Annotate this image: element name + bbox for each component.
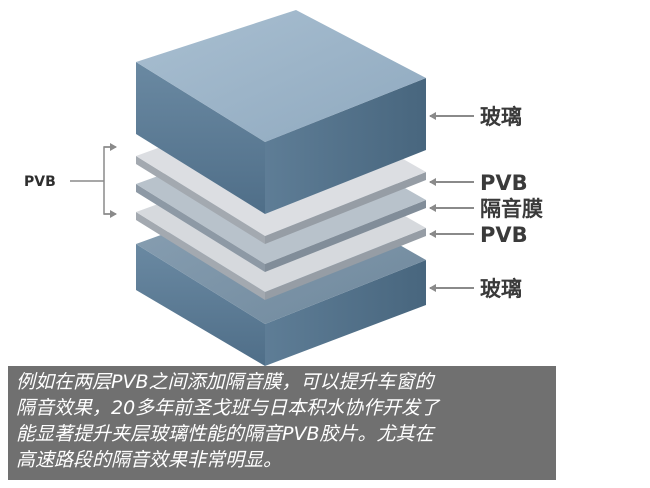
label-glass-bottom: 玻璃 xyxy=(480,277,522,301)
glass-top-front xyxy=(136,62,265,214)
caption-box: 例如在两层PVB之间添加隔音膜，可以提升车窗的 隔音效果，20多年前圣戈班与日本… xyxy=(8,366,556,480)
pvb-lower-front xyxy=(136,212,265,300)
pvb-upper-front xyxy=(136,156,265,244)
caption-line-4: 高速路段的隔音效果非常明显。 xyxy=(16,449,283,471)
caption-line-3: 能显著提升夹层玻璃性能的隔音PVB胶片。尤其在 xyxy=(16,423,434,445)
pvb-lower-right xyxy=(265,228,426,300)
glass-bottom-front xyxy=(136,244,265,366)
label-pvb-upper: PVB xyxy=(480,171,528,195)
label-pvb-group: PVB xyxy=(24,174,56,190)
glass-top-top xyxy=(136,10,426,142)
pvb-upper-right xyxy=(265,172,426,244)
label-pvb-lower: PVB xyxy=(480,223,528,247)
caption-line-2: 隔音效果，20多年前圣戈班与日本积水协作开发了 xyxy=(16,397,440,419)
glass-top-right xyxy=(265,78,426,214)
acoustic-film-right xyxy=(265,200,426,272)
glass-top-block xyxy=(136,10,426,214)
glass-bottom-right xyxy=(265,260,426,366)
acoustic-film-front xyxy=(136,184,265,272)
caption-line-1: 例如在两层PVB之间添加隔音膜，可以提升车窗的 xyxy=(16,371,434,393)
pvb-group-bracket xyxy=(70,143,117,218)
label-glass-top: 玻璃 xyxy=(480,105,522,129)
label-acoustic-film: 隔音膜 xyxy=(480,197,543,221)
